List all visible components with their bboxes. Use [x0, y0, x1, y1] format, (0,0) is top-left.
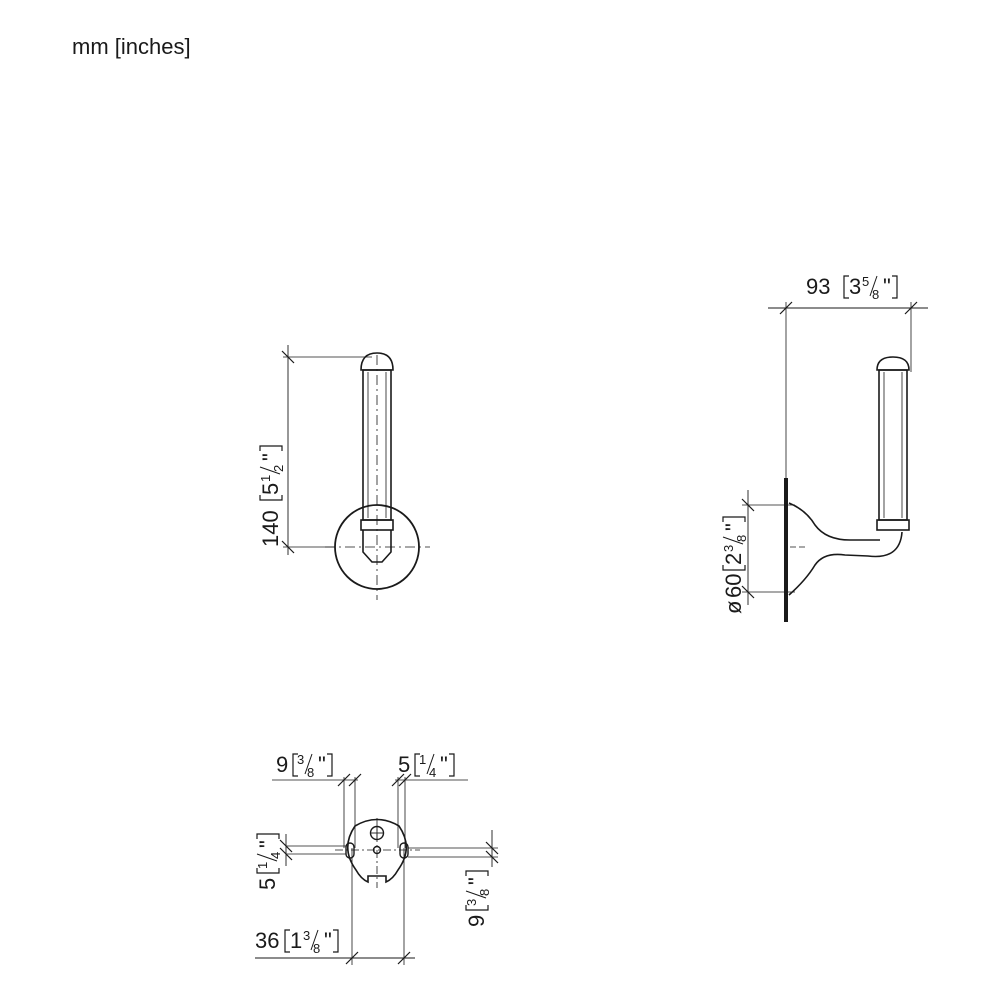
dim-side-diameter-mm: 60 [721, 574, 746, 598]
dim-side-diameter-inch-num: 3 [721, 545, 736, 552]
dim-front-height-inch-den: 2 [271, 465, 286, 472]
dim-side-projection-inch-den: 8 [872, 287, 879, 302]
dim-hole-spacing-inch-whole: 1 [290, 928, 302, 953]
dim-hole-offset-mm: 5 [398, 752, 410, 777]
dim-side-projection-mm: 93 [806, 274, 830, 299]
svg-text:": " [255, 840, 280, 848]
front-holder-cap [360, 352, 394, 371]
dim-vertical-offset: 9 3 8 " [464, 870, 492, 927]
dim-vertical-offset-inch-den: 8 [477, 889, 492, 896]
dim-slot-height-inch-den: 4 [268, 852, 283, 859]
dim-hole-offset-inch-num: 1 [419, 752, 426, 767]
dim-side-projection: 93 3 5 8 " [806, 274, 898, 302]
svg-text:": " [721, 523, 746, 531]
dim-side-projection-inch-num: 5 [862, 274, 869, 289]
mounting-left-slot [345, 842, 355, 859]
dim-slot-width-inch-num: 3 [297, 752, 304, 767]
mounting-view [255, 773, 499, 965]
side-bracket-top [788, 502, 880, 541]
svg-text:": " [318, 752, 326, 777]
side-holder-cap [876, 356, 910, 371]
dim-front-height-mm: 140 [258, 510, 283, 547]
svg-text:": " [464, 877, 489, 885]
dim-slot-width: 9 3 8 " [276, 752, 333, 780]
dim-slot-height-mm: 5 [255, 878, 280, 890]
front-view [281, 345, 430, 600]
side-bracket-bottom [788, 531, 903, 596]
dim-side-projection-inch-whole: 3 [849, 274, 861, 299]
dim-hole-spacing-inch-num: 3 [303, 928, 310, 943]
dim-front-height-inch-num: 1 [258, 475, 273, 482]
dim-hole-offset: 5 1 4 " [398, 752, 455, 780]
dim-hole-spacing-mm: 36 [255, 928, 279, 953]
dim-front-height: 140 5 1 2 " [258, 445, 286, 547]
dim-side-diameter: ø 60 2 3 8 " [721, 516, 749, 614]
svg-text:": " [258, 453, 283, 461]
dim-slot-height: 5 1 4 " [255, 833, 283, 890]
dim-slot-width-mm: 9 [276, 752, 288, 777]
side-holder-collar [876, 519, 910, 531]
dim-hole-offset-inch-den: 4 [429, 765, 436, 780]
side-view [741, 301, 928, 622]
svg-text:": " [440, 752, 448, 777]
dim-side-diameter-inch-whole: 2 [721, 553, 746, 565]
side-holder-arm [878, 369, 908, 521]
dim-hole-spacing: 36 1 3 8 " [255, 928, 339, 956]
svg-text:": " [324, 928, 332, 953]
dim-slot-width-inch-den: 8 [307, 765, 314, 780]
dim-side-diameter-inch-den: 8 [734, 535, 749, 542]
dim-front-height-inch-whole: 5 [258, 483, 283, 495]
dim-slot-height-inch-num: 1 [255, 862, 270, 869]
dim-hole-spacing-inch-den: 8 [313, 941, 320, 956]
dim-side-diameter-symbol: ø [721, 601, 746, 614]
dim-vertical-offset-mm: 9 [464, 915, 489, 927]
dim-vertical-offset-inch-num: 3 [464, 899, 479, 906]
svg-text:": " [883, 274, 891, 299]
units-label: mm [inches] [72, 34, 191, 59]
